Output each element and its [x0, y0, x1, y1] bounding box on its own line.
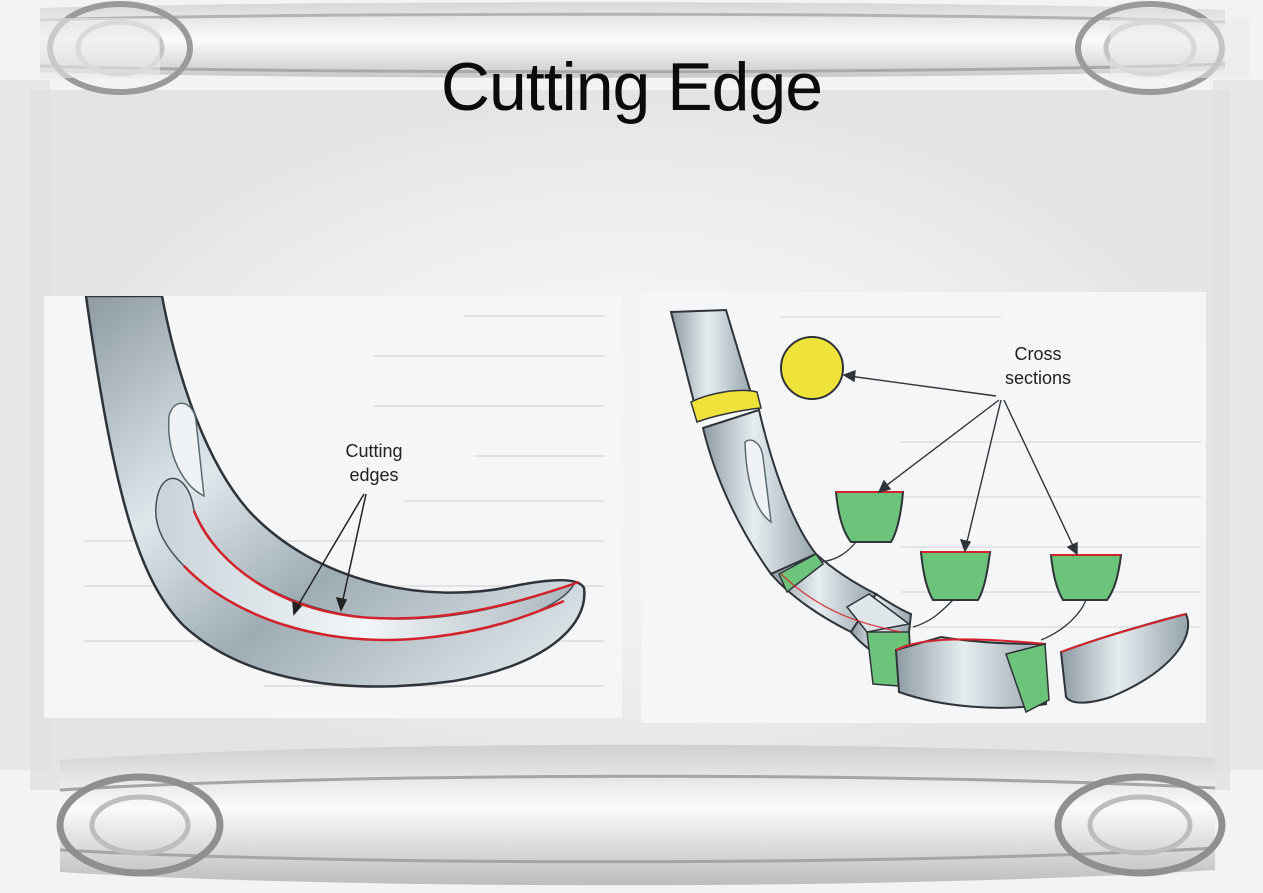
- page-title: Cutting Edge: [440, 49, 823, 125]
- cross-section-leader-arrows: [842, 369, 1078, 556]
- bottom-scroll-roll: [60, 744, 1215, 886]
- cross-section-2: [919, 551, 992, 601]
- curette-blade-illustration: Cutting edges: [84, 296, 604, 688]
- segment-3-green-face: [1005, 643, 1050, 714]
- cutting-edge-lower: [183, 565, 565, 642]
- cutting-label-line2: edges: [349, 465, 398, 485]
- shank-round-band: [690, 389, 762, 423]
- cutting-edge-upper: [192, 510, 580, 620]
- section-connector-lines: [820, 541, 1087, 641]
- cutting-edges-figure: Cutting edges: [44, 296, 622, 718]
- top-scroll-roll: [40, 2, 1225, 78]
- cutting-edge-leader-lines: [292, 493, 367, 616]
- cross-sections-figure: Cross sections: [641, 292, 1206, 723]
- cross-section-3: [1049, 554, 1123, 601]
- cross-sections-label-line2: sections: [1005, 368, 1071, 388]
- round-cross-section: [780, 336, 844, 400]
- curette-sectioned-illustration: Cross sections: [669, 308, 1201, 714]
- blade-back-recess: [167, 402, 205, 498]
- cross-section-1: [834, 491, 905, 543]
- cross-sections-label-line1: Cross: [1014, 344, 1061, 364]
- cutting-label-line1: Cutting: [345, 441, 402, 461]
